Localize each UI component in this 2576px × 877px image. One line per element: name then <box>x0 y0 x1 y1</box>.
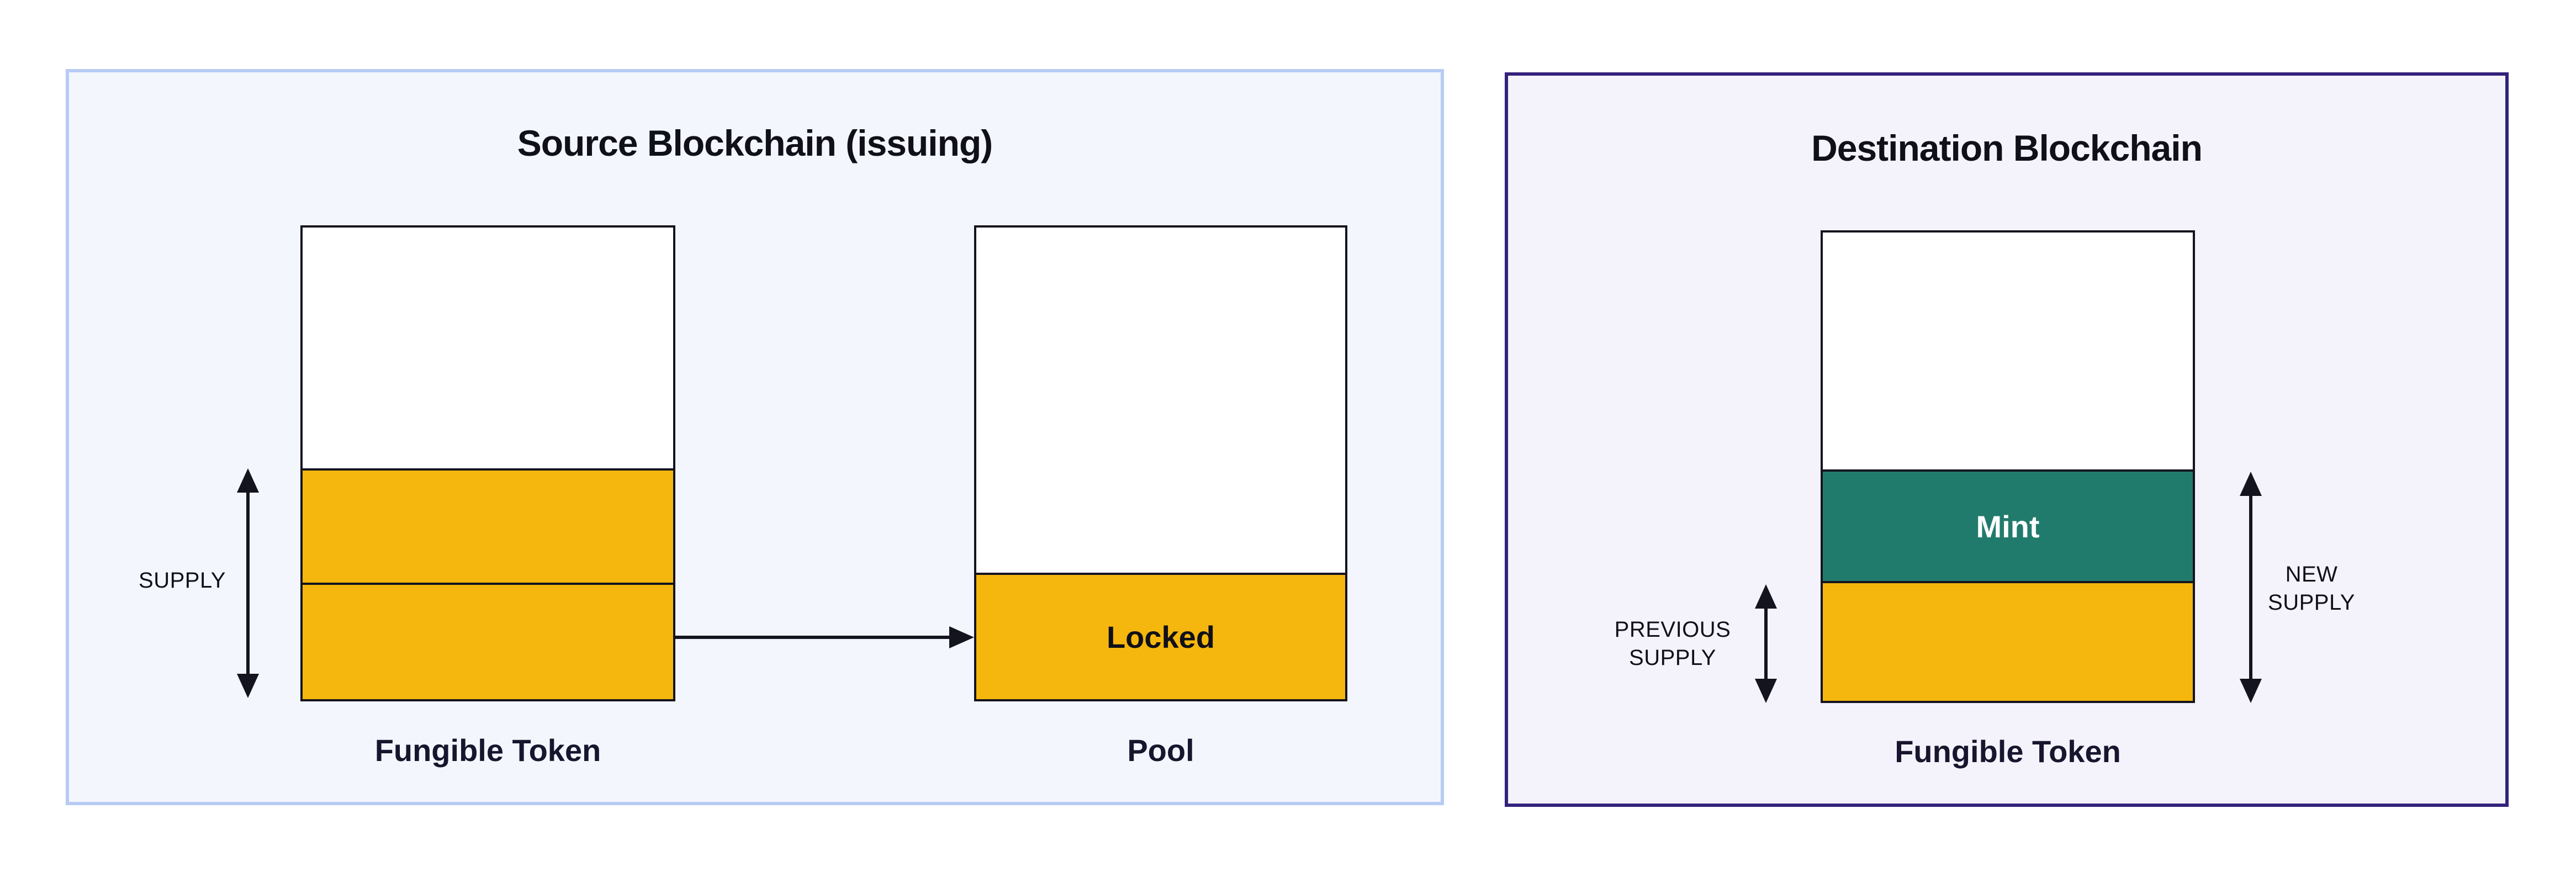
arrowhead-up-icon <box>237 468 259 493</box>
previous-supply-label: PREVIOUS SUPPLY <box>1562 616 1783 672</box>
transfer-arrow <box>675 626 974 648</box>
supply-segment-upper <box>303 468 673 583</box>
locked-label: Locked <box>1106 620 1215 654</box>
arrow-shaft <box>2249 494 2252 681</box>
new-supply-line2: SUPPLY <box>2268 590 2355 615</box>
source-panel-title: Source Blockchain (issuing) <box>517 123 993 163</box>
arrowhead-down-icon <box>1755 679 1777 703</box>
previous-supply-line2: SUPPLY <box>1629 646 1716 670</box>
supply-range-arrow <box>237 468 259 698</box>
arrow-shaft <box>246 490 250 676</box>
arrowhead-right-icon <box>949 626 974 648</box>
unminted-segment <box>1823 233 2193 469</box>
mint-segment: Mint <box>1823 469 2193 581</box>
locked-segment: Locked <box>976 573 1345 699</box>
previous-supply-segment <box>1823 581 2193 701</box>
destination-fungible-token-box: Mint <box>1821 230 2195 703</box>
new-supply-range-arrow <box>2240 472 2262 703</box>
destination-fungible-token-label: Fungible Token <box>1895 734 2121 769</box>
arrowhead-down-icon <box>2240 679 2262 703</box>
source-fungible-token-label: Fungible Token <box>374 733 601 768</box>
arrow-shaft <box>675 636 952 639</box>
arrowhead-down-icon <box>237 674 259 698</box>
pool-empty-segment <box>976 228 1345 573</box>
new-supply-line1: NEW <box>2285 562 2338 587</box>
previous-supply-line1: PREVIOUS <box>1614 617 1731 642</box>
pool-box: Locked <box>974 225 1347 701</box>
new-supply-label: NEW SUPPLY <box>2229 561 2394 617</box>
arrowhead-up-icon <box>2240 472 2262 496</box>
supply-segment-lower <box>303 583 673 699</box>
pool-label: Pool <box>1127 733 1194 768</box>
source-fungible-token-box <box>300 225 675 701</box>
arrow-shaft <box>1764 606 1768 681</box>
previous-supply-range-arrow <box>1755 584 1777 703</box>
supply-label: SUPPLY <box>139 568 226 593</box>
mint-label: Mint <box>1976 509 2040 544</box>
unissued-segment <box>303 228 673 468</box>
arrowhead-up-icon <box>1755 584 1777 609</box>
destination-panel-title: Destination Blockchain <box>1811 128 2203 168</box>
